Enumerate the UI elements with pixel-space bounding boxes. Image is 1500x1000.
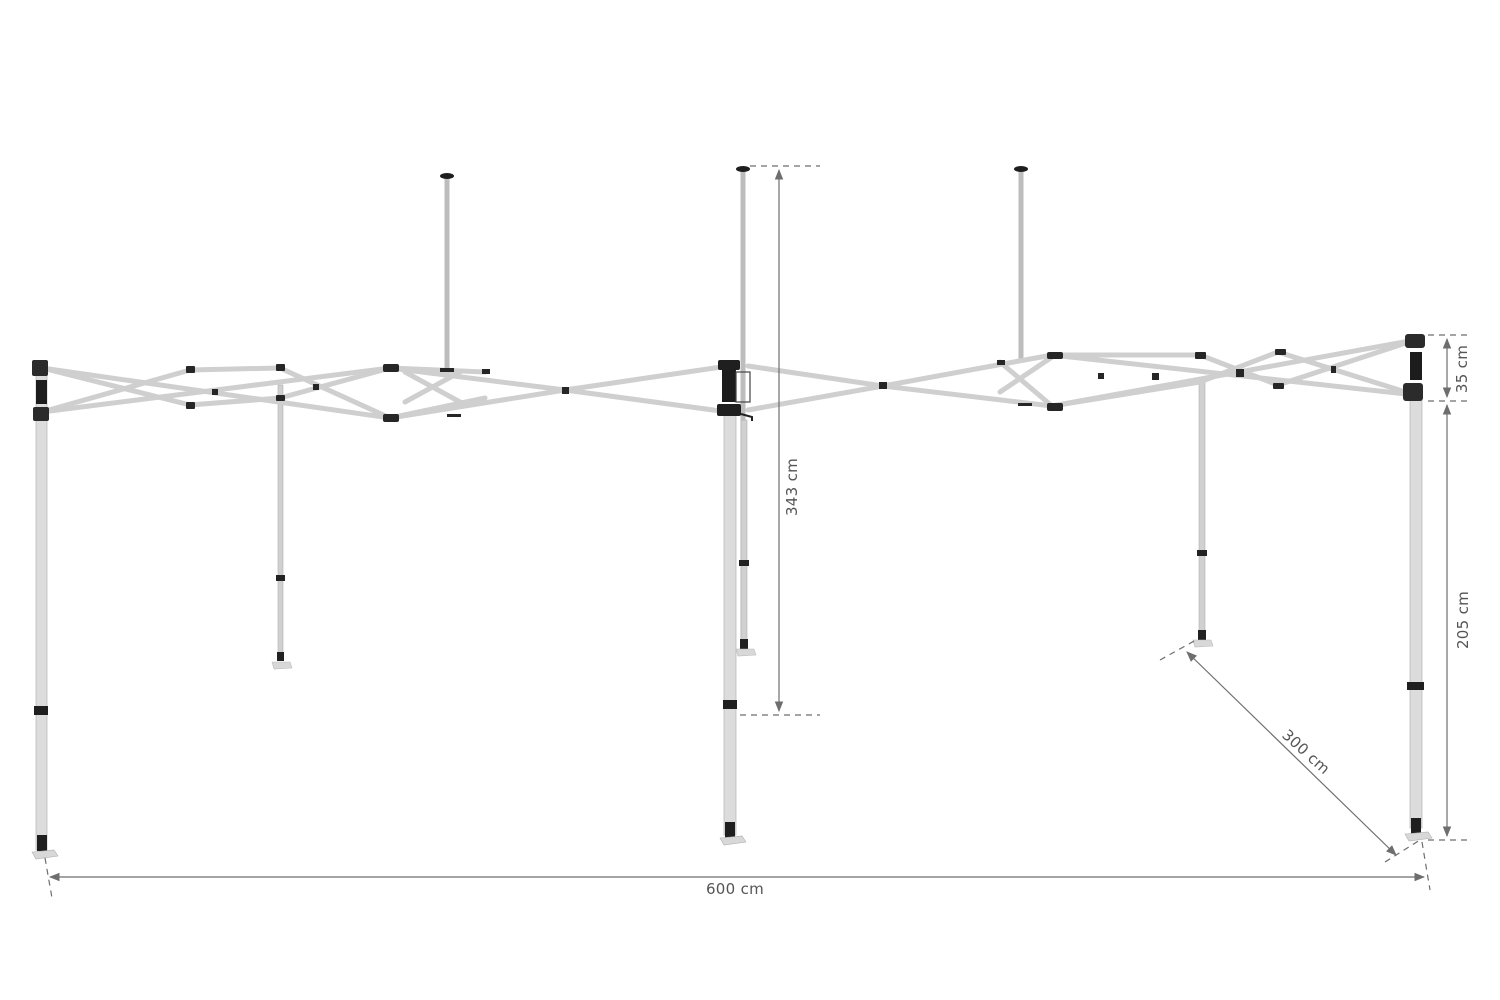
dimension-roof-peak-line <box>1428 334 1470 402</box>
truss-joints <box>186 349 1336 422</box>
front-legs <box>31 334 1433 860</box>
dimension-depth-line <box>1159 639 1421 863</box>
label-leg-height: 205 cm <box>1454 590 1472 650</box>
label-width: 600 cm <box>705 880 765 898</box>
dimension-width-line <box>44 841 1431 899</box>
dimension-lines <box>44 165 1470 899</box>
roof-truss <box>39 337 1418 421</box>
dimension-leg-height-line <box>1428 403 1470 841</box>
label-roof-peak: 35 cm <box>1453 344 1471 394</box>
dimension-total-height-line <box>740 165 820 716</box>
label-total-height: 343 cm <box>783 457 801 517</box>
peak-pole-caps <box>440 166 1028 179</box>
back-legs <box>271 379 1214 670</box>
